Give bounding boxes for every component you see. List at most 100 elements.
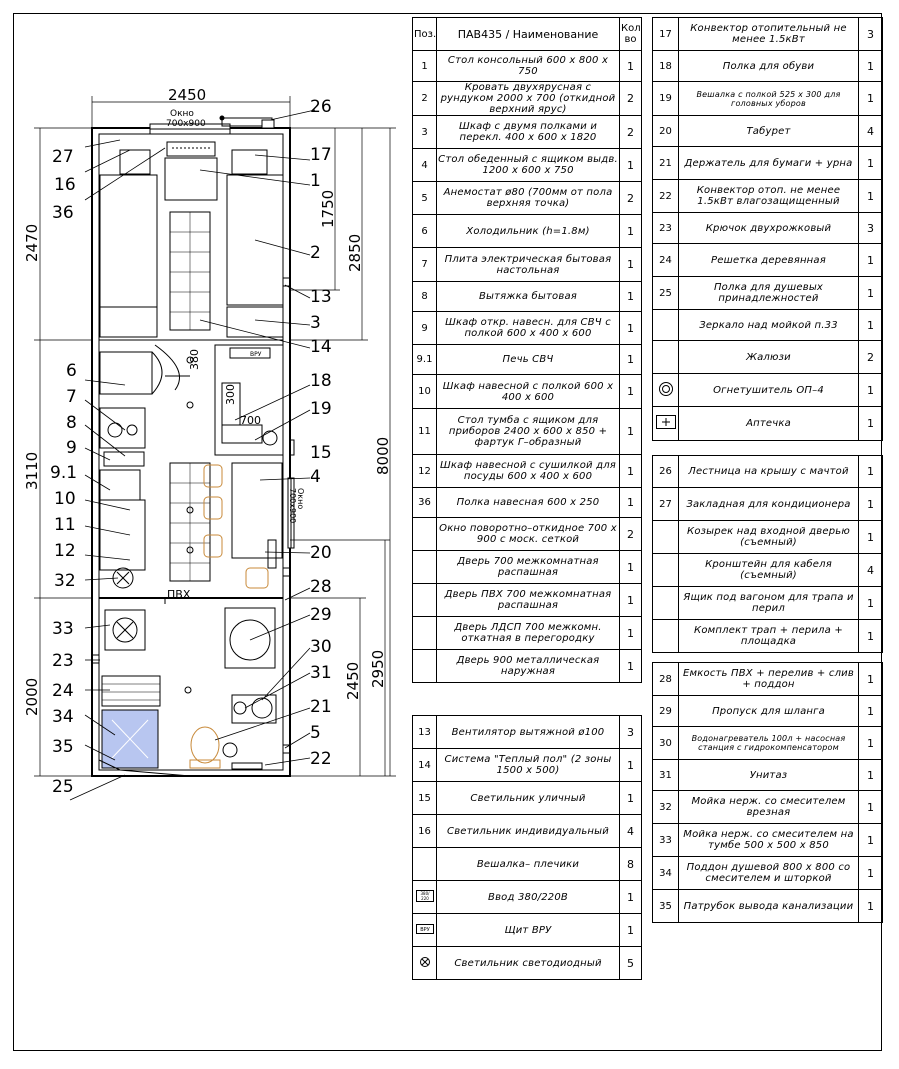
dim-700: 700 <box>240 414 261 427</box>
callout-36: 36 <box>52 203 74 223</box>
pvc-tank <box>224 607 276 669</box>
cell-pos: 35 <box>652 889 679 923</box>
led-light-icon <box>412 946 437 980</box>
dim-left-lower: 2000 <box>23 678 41 716</box>
cell-name: Шкаф навесной с полкой 600 х 400 х 600 <box>436 374 620 409</box>
vru-panel-icon: ВРУ <box>412 913 437 947</box>
callout-26: 26 <box>310 97 332 117</box>
callout-21: 21 <box>310 697 332 717</box>
dim-8000: 8000 <box>374 437 392 475</box>
cell-pos: 19 <box>652 81 679 116</box>
cell-qty: 2 <box>619 181 642 215</box>
cell-pos <box>412 616 437 650</box>
cell-name: Полка для обуви <box>678 50 859 82</box>
cell-qty: 1 <box>619 281 642 312</box>
cell-name: Щит ВРУ <box>436 913 620 947</box>
callout-1: 1 <box>310 171 321 191</box>
cell-pos: 12 <box>412 454 437 488</box>
cell-name: Патрубок вывода канализации <box>678 889 859 923</box>
cell-qty: 4 <box>858 553 883 587</box>
wood-grate <box>101 675 161 707</box>
cell-name: Холодильник (h=1.8м) <box>436 214 620 248</box>
cell-qty: 1 <box>619 311 642 345</box>
cell-name: Вешалка с полкой 525 х 300 для головных … <box>678 81 859 116</box>
cell-pos: 34 <box>652 856 679 890</box>
callout-13: 13 <box>310 287 332 307</box>
cell-qty: 1 <box>858 50 883 82</box>
table-row: Кронштейн для кабеля (съемный)4 <box>652 553 883 587</box>
pvh-door-label: ПВХ <box>167 588 191 601</box>
cell-qty: 4 <box>858 115 883 147</box>
cell-pos: 20 <box>652 115 679 147</box>
cell-qty: 1 <box>858 586 883 620</box>
cell-pos <box>652 553 679 587</box>
callout-15: 15 <box>310 443 332 463</box>
water-heater <box>231 694 277 724</box>
cell-name: Полка для душевых принадлежностей <box>678 276 859 310</box>
table-row: Окно поворотно–откидное 700 х 900 с моск… <box>412 517 642 551</box>
cell-name: Конвектор отопительный не менее 1.5кВт <box>678 17 859 51</box>
svg-text:380/: 380/ <box>420 891 430 896</box>
cell-name: Жалюзи <box>678 340 859 374</box>
callout-24: 24 <box>52 681 74 701</box>
cell-pos: 30 <box>652 726 679 760</box>
cell-name: Ящик под вагоном для трапа и перил <box>678 586 859 620</box>
callout-27: 27 <box>52 147 74 167</box>
svg-text:220: 220 <box>421 896 429 901</box>
cell-pos: 33 <box>652 823 679 857</box>
callout-20: 20 <box>310 543 332 563</box>
cell-pos: 25 <box>652 276 679 310</box>
callout-29: 29 <box>310 605 332 625</box>
cell-pos: 8 <box>412 281 437 312</box>
cell-qty: 1 <box>619 748 642 782</box>
microwave <box>99 469 141 501</box>
cell-qty: 1 <box>858 823 883 857</box>
callout-4: 4 <box>310 467 321 487</box>
dim-2450: 2450 <box>344 662 362 700</box>
cell-pos <box>652 619 679 653</box>
dim-2850: 2850 <box>346 234 364 272</box>
first-aid-icon <box>652 406 679 441</box>
cell-qty: 1 <box>858 309 883 341</box>
console-table <box>164 157 218 201</box>
cell-qty: 3 <box>619 715 642 749</box>
cell-pos <box>412 847 437 881</box>
cell-qty: 1 <box>858 695 883 727</box>
cell-pos: 11 <box>412 408 437 455</box>
callout-31: 31 <box>310 663 332 683</box>
cell-name: Шкаф навесной с сушилкой для посуды 600 … <box>436 454 620 488</box>
dining-table <box>231 462 283 559</box>
cell-name: Водонагреватель 100л + насосная станция … <box>678 726 859 760</box>
cell-pos: 13 <box>412 715 437 749</box>
cell-qty: 1 <box>619 616 642 650</box>
cell-name: Анемостат ø80 (700мм от пола верхняя точ… <box>436 181 620 215</box>
cell-name: Вешалка– плечики <box>436 847 620 881</box>
cell-name: Козырек над входной дверью (съемный) <box>678 520 859 554</box>
dim-1750: 1750 <box>319 190 337 228</box>
cell-name: Дверь 900 металлическая наружная <box>436 649 620 683</box>
dim-left-middle: 3110 <box>23 452 41 490</box>
cell-name: Вытяжка бытовая <box>436 281 620 312</box>
cell-qty: 1 <box>619 550 642 584</box>
cell-pos: 24 <box>652 243 679 277</box>
cell-pos: 6 <box>412 214 437 248</box>
cell-pos: 28 <box>652 662 679 696</box>
cell-name: Поддон душевой 800 х 800 со смесителем и… <box>678 856 859 890</box>
input-panel-icon: 380/220 <box>412 880 437 914</box>
